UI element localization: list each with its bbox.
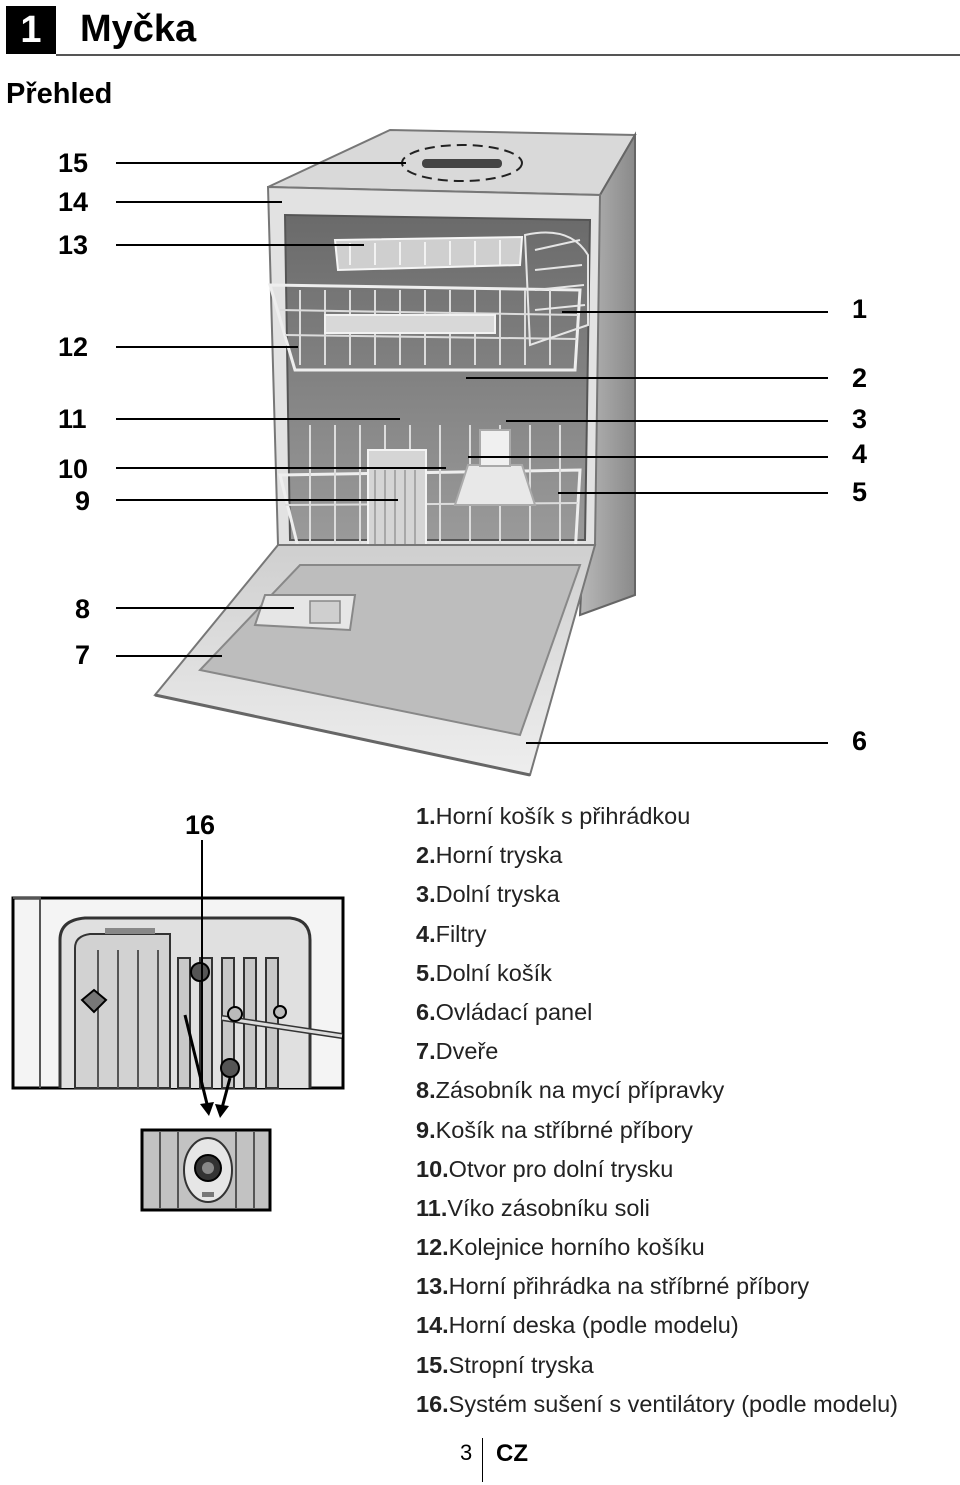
- legend-item: 2.Horní tryska: [416, 839, 898, 878]
- leader-line-2: [466, 377, 828, 379]
- legend-item: 4.Filtry: [416, 918, 898, 957]
- legend-text: Dveře: [435, 1038, 499, 1065]
- parts-legend: 1.Horní košík s přihrádkou 2.Horní trysk…: [416, 800, 898, 1427]
- callout-3: 3: [852, 404, 868, 434]
- legend-number: 3.: [416, 881, 436, 908]
- legend-item: 11.Víko zásobníku soli: [416, 1192, 898, 1231]
- leader-line-14: [116, 201, 282, 203]
- header-rule: [56, 54, 960, 56]
- legend-item: 13.Horní přihrádka na stříbrné příbory: [416, 1270, 898, 1309]
- legend-number: 2.: [416, 842, 436, 869]
- legend-item: 14.Horní deska (podle modelu): [416, 1309, 898, 1348]
- callout-5: 5: [852, 477, 868, 507]
- legend-item: 15.Stropní tryska: [416, 1349, 898, 1388]
- callout-7: 7: [75, 640, 91, 670]
- legend-number: 11.: [416, 1194, 448, 1221]
- legend-number: 4.: [416, 920, 436, 947]
- callout-15: 15: [58, 148, 89, 178]
- fan-drying-detail-illustration: [11, 840, 345, 1212]
- legend-text: Horní košík s přihrádkou: [435, 803, 691, 829]
- legend-number: 8.: [416, 1077, 436, 1104]
- leader-line-11: [116, 418, 400, 420]
- legend-item: 5.Dolní košík: [416, 957, 898, 996]
- leader-line-1: [562, 311, 828, 313]
- legend-text: Ovládací panel: [435, 998, 593, 1025]
- legend-text: Otvor pro dolní trysku: [448, 1155, 674, 1182]
- callout-1: 1: [852, 294, 868, 324]
- leader-line-8: [116, 607, 294, 609]
- legend-item: 10.Otvor pro dolní trysku: [416, 1153, 898, 1192]
- chapter-number-box: 1: [6, 6, 56, 54]
- callout-8: 8: [75, 594, 91, 624]
- legend-text: Filtry: [435, 920, 487, 947]
- chapter-title: Myčka: [80, 8, 197, 50]
- callout-13: 13: [58, 230, 89, 260]
- legend-item: 8.Zásobník na mycí přípravky: [416, 1074, 898, 1113]
- leader-line-4: [468, 456, 828, 458]
- legend-text: Systém sušení s ventilátory (podle model…: [448, 1390, 898, 1417]
- leader-line-3: [506, 420, 828, 422]
- leader-line-9: [116, 499, 398, 501]
- callout-2: 2: [852, 363, 868, 393]
- leader-line-5: [558, 492, 828, 494]
- legend-item: 6.Ovládací panel: [416, 996, 898, 1035]
- legend-number: 13.: [416, 1273, 449, 1300]
- callout-12: 12: [58, 332, 89, 362]
- legend-number: 10.: [416, 1155, 449, 1182]
- legend-text: Horní tryska: [435, 842, 563, 869]
- legend-text: Kolejnice horního košíku: [448, 1234, 705, 1261]
- leader-line-10: [116, 467, 446, 469]
- leader-line-6: [526, 742, 828, 744]
- legend-item: 12.Kolejnice horního košíku: [416, 1231, 898, 1270]
- dishwasher-illustration: [153, 128, 637, 777]
- chapter-number: 1: [20, 8, 42, 51]
- legend-item: 9.Košík na stříbrné příbory: [416, 1114, 898, 1153]
- callout-4: 4: [852, 439, 868, 469]
- legend-text: Víko zásobníku soli: [447, 1194, 650, 1221]
- callout-14: 14: [58, 187, 89, 217]
- language-code: CZ: [496, 1440, 528, 1467]
- legend-text: Horní přihrádka na stříbrné příbory: [448, 1273, 810, 1300]
- legend-number: 1.: [416, 803, 436, 829]
- legend-text: Horní deska (podle modelu): [448, 1312, 739, 1339]
- legend-item: 1.Horní košík s přihrádkou: [416, 800, 898, 839]
- footer-divider: [482, 1438, 483, 1482]
- legend-text: Dolní tryska: [435, 881, 560, 908]
- legend-number: 14.: [416, 1312, 449, 1339]
- legend-number: 6.: [416, 998, 436, 1025]
- legend-text: Zásobník na mycí přípravky: [435, 1077, 725, 1104]
- legend-number: 15.: [416, 1351, 449, 1378]
- legend-number: 16.: [416, 1390, 449, 1417]
- legend-item: 16.Systém sušení s ventilátory (podle mo…: [416, 1388, 898, 1427]
- legend-item: 3.Dolní tryska: [416, 878, 898, 917]
- page-number: 3: [460, 1440, 473, 1465]
- section-title: Přehled: [6, 78, 113, 110]
- leader-line-15: [116, 162, 406, 164]
- callout-10: 10: [58, 454, 89, 484]
- callout-9: 9: [75, 486, 91, 516]
- legend-text: Košík na stříbrné příbory: [435, 1116, 693, 1143]
- legend-item: 7.Dveře: [416, 1035, 898, 1074]
- leader-line-13: [116, 244, 364, 246]
- callout-11: 11: [58, 404, 87, 434]
- legend-number: 5.: [416, 959, 436, 986]
- legend-text: Dolní košík: [435, 959, 552, 986]
- leader-line-7: [116, 655, 222, 657]
- callout-6: 6: [852, 726, 868, 756]
- legend-number: 7.: [416, 1038, 436, 1065]
- callout-16: 16: [185, 810, 216, 840]
- legend-text: Stropní tryska: [448, 1351, 594, 1378]
- leader-line-12: [116, 346, 298, 348]
- legend-number: 12.: [416, 1234, 449, 1261]
- legend-number: 9.: [416, 1116, 436, 1143]
